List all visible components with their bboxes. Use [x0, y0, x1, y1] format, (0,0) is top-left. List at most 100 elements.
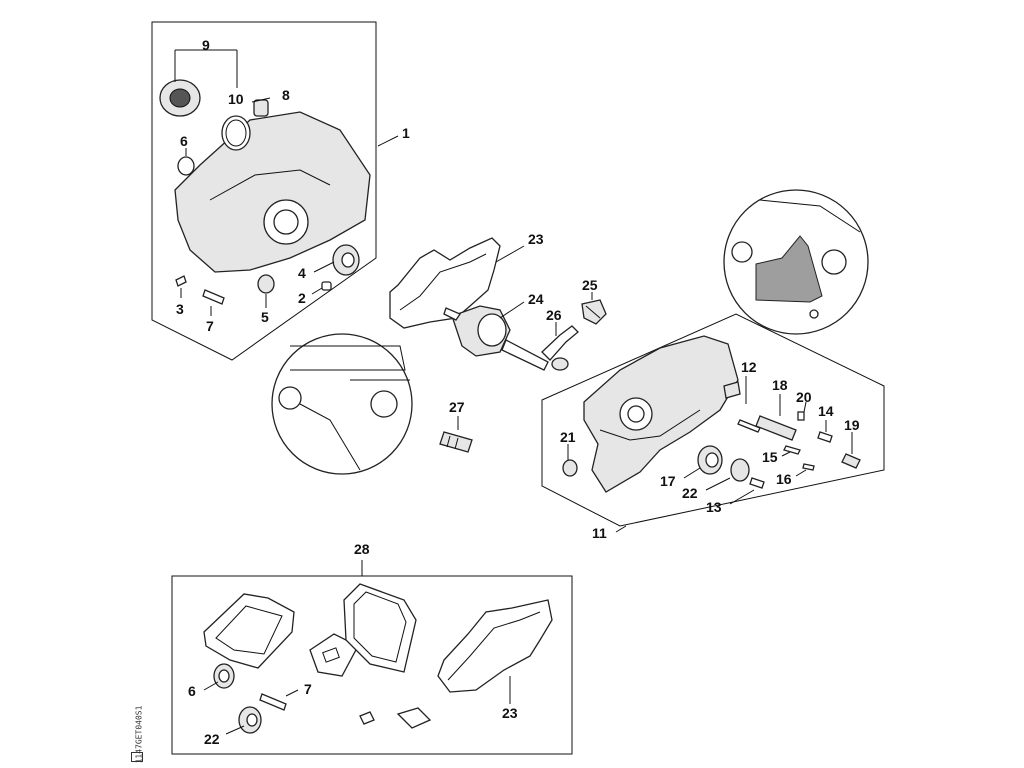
- label-17: 17: [660, 473, 676, 489]
- part-21-sleeve: [562, 459, 578, 477]
- kit-small-clip: [359, 711, 375, 725]
- part-9-assembly: [159, 79, 201, 117]
- label-22: 22: [682, 485, 698, 501]
- part-22-seal: [730, 458, 750, 482]
- label-10: 10: [228, 91, 244, 107]
- label-27: 27: [449, 399, 465, 415]
- casting-rib-right: [599, 409, 701, 441]
- leader-23: [495, 245, 525, 263]
- detail-circle-left-outline: [271, 333, 413, 475]
- kit-seal-22-inner: [246, 713, 258, 727]
- label-3: 3: [176, 301, 184, 317]
- bearing-inner: [341, 252, 355, 268]
- leader-22: [705, 477, 731, 491]
- kit-gasket-inner-2: [322, 647, 340, 663]
- kit-muffler-gasket: [343, 583, 417, 673]
- crankcase-half-right: [583, 335, 739, 493]
- kit-crankcase-gasket: [437, 599, 553, 693]
- casting-rib: [209, 169, 331, 201]
- leader-9: [174, 49, 238, 88]
- part-2-sleeve: [321, 281, 332, 291]
- part-6-seal: [177, 156, 195, 176]
- label-12: 12: [741, 359, 757, 375]
- label-13: 13: [706, 499, 722, 515]
- part-24-crankshaft: [443, 305, 549, 371]
- label-28: 28: [354, 541, 370, 557]
- part-12-clip: [723, 381, 741, 399]
- kit-gasket-inner-3: [353, 591, 407, 663]
- label-1: 1: [402, 125, 410, 141]
- detail-right-hole-3: [809, 309, 819, 319]
- part-5-damper: [257, 274, 275, 294]
- part-12-screw: [737, 419, 761, 433]
- label-15: 15: [762, 449, 778, 465]
- group-1-frame: [151, 21, 377, 361]
- kit-gasket-inner-4: [447, 611, 541, 681]
- leader-4: [313, 261, 335, 273]
- label-20: 20: [796, 389, 812, 405]
- group-11-frame: [541, 313, 885, 527]
- part-25-fitting: [581, 299, 607, 325]
- leader-24: [499, 301, 525, 319]
- detail-left-edge: [290, 345, 406, 371]
- part-7-screw: [202, 289, 225, 305]
- label-9: 9: [202, 37, 210, 53]
- gasket-inner: [399, 253, 487, 311]
- label-25: 25: [582, 277, 598, 293]
- detail-circle-right: [723, 189, 869, 335]
- part-26-tube: [541, 325, 579, 371]
- o-ring-inner: [225, 119, 247, 147]
- bearing-17-inner: [705, 452, 719, 468]
- detail-right-edge: [759, 199, 861, 233]
- detail-left-rib: [299, 379, 410, 471]
- kit-leader-22: [225, 725, 245, 735]
- part-20-pin: [797, 411, 805, 421]
- leader-11: [615, 525, 627, 533]
- label-18: 18: [772, 377, 788, 393]
- part-15-plug: [783, 445, 801, 455]
- leader-2: [311, 287, 323, 295]
- kit-label-7: 7: [304, 681, 312, 697]
- kit-part-7-screw: [259, 693, 287, 711]
- label-16: 16: [776, 471, 792, 487]
- detail-left-hole-1: [278, 386, 302, 410]
- drawing-code-box: [131, 752, 143, 762]
- label-8: 8: [282, 87, 290, 103]
- part-27-stud: [439, 431, 473, 453]
- leader-16: [795, 469, 807, 477]
- label-14: 14: [818, 403, 834, 419]
- kit-label-23: 23: [502, 705, 518, 721]
- detail-left-hole-2: [370, 390, 398, 418]
- label-7: 7: [206, 318, 214, 334]
- kit-seal-inner: [218, 669, 230, 683]
- label-5: 5: [261, 309, 269, 325]
- drawing-code: 1147GET040S1: [130, 706, 144, 763]
- bearing-bore-left: [273, 209, 299, 235]
- kit-label-6: 6: [188, 683, 196, 699]
- detail-right-hole-2: [821, 249, 847, 275]
- kit-leader-6: [203, 681, 219, 691]
- detail-shaded-region: [755, 235, 823, 303]
- label-11: 11: [592, 525, 607, 541]
- leader-13: [729, 489, 755, 505]
- label-4: 4: [298, 265, 306, 281]
- label-6: 6: [180, 133, 188, 149]
- crankcase-half-left: [174, 111, 371, 273]
- label-26: 26: [546, 307, 562, 323]
- part-19-sleeve: [841, 453, 861, 469]
- leader-8: [251, 97, 271, 103]
- label-24: 24: [528, 291, 544, 307]
- part-8-plug: [253, 99, 269, 117]
- label-21: 21: [560, 429, 576, 445]
- part-16-pin: [802, 463, 815, 471]
- kit-gasket-inner-1: [215, 605, 283, 655]
- leader-17: [683, 467, 701, 479]
- detail-circle-left: [271, 333, 413, 475]
- part-13-screw: [749, 477, 765, 489]
- group-28-frame: [171, 575, 573, 755]
- label-19: 19: [844, 417, 860, 433]
- label-2: 2: [298, 290, 306, 306]
- center-parts: 23 24 25 26 27: [389, 231, 607, 453]
- kit-intake-gasket: [309, 633, 359, 677]
